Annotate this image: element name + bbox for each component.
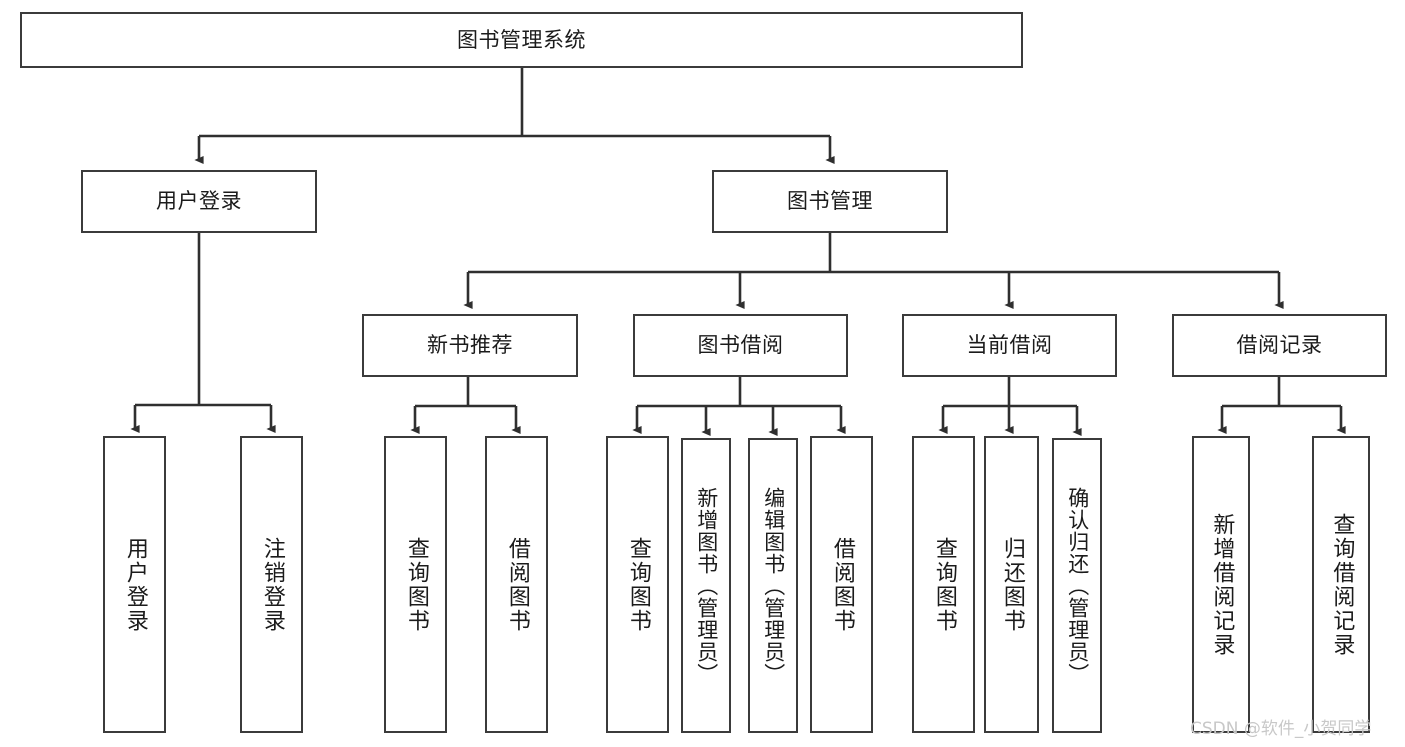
node-user-login[interactable]: 用户登录 xyxy=(81,170,317,233)
node-current-borrow[interactable]: 当前借阅 xyxy=(902,314,1117,377)
node-label: 新增图书（管理员） xyxy=(694,486,719,685)
node-label: 图书借阅 xyxy=(697,333,784,358)
node-label: 图书管理系统 xyxy=(457,27,586,52)
leaf-current-borrow-confirm-return[interactable]: 确认归还（管理员） xyxy=(1052,438,1102,733)
node-label: 借阅图书 xyxy=(504,536,530,633)
leaf-user-login-logout[interactable]: 注销登录 xyxy=(240,436,303,733)
node-label: 新增借阅记录 xyxy=(1209,512,1235,657)
csdn-watermark: CSDN @软件_小贺同学 xyxy=(1190,719,1372,739)
node-book-borrow[interactable]: 图书借阅 xyxy=(633,314,848,377)
leaf-borrow-record-add[interactable]: 新增借阅记录 xyxy=(1192,436,1250,733)
node-label: 借阅记录 xyxy=(1236,333,1323,358)
node-label: 确认归还（管理员） xyxy=(1065,486,1090,685)
node-label: 查询图书 xyxy=(403,536,429,633)
node-label: 新书推荐 xyxy=(427,333,513,358)
node-label: 当前借阅 xyxy=(966,333,1053,358)
node-new-book-recommend[interactable]: 新书推荐 xyxy=(362,314,578,377)
leaf-book-borrow-add[interactable]: 新增图书（管理员） xyxy=(681,438,731,733)
node-label: 用户登录 xyxy=(156,189,242,214)
node-label: 编辑图书（管理员） xyxy=(761,486,786,685)
node-label: 图书管理 xyxy=(787,189,873,214)
leaf-book-borrow-edit[interactable]: 编辑图书（管理员） xyxy=(748,438,798,733)
leaf-user-login-login[interactable]: 用户登录 xyxy=(103,436,166,733)
node-label: 查询图书 xyxy=(931,536,957,633)
leaf-borrow-record-query[interactable]: 查询借阅记录 xyxy=(1312,436,1370,733)
node-book-management[interactable]: 图书管理 xyxy=(712,170,948,233)
leaf-new-book-query[interactable]: 查询图书 xyxy=(384,436,447,733)
node-label: 用户登录 xyxy=(122,536,148,633)
node-label: 归还图书 xyxy=(999,536,1025,633)
leaf-current-borrow-return[interactable]: 归还图书 xyxy=(984,436,1039,733)
node-label: 注销登录 xyxy=(259,536,285,633)
leaf-book-borrow-borrow[interactable]: 借阅图书 xyxy=(810,436,873,733)
node-borrow-record[interactable]: 借阅记录 xyxy=(1172,314,1387,377)
node-label: 查询借阅记录 xyxy=(1329,512,1355,657)
leaf-new-book-borrow[interactable]: 借阅图书 xyxy=(485,436,548,733)
node-label: 借阅图书 xyxy=(829,536,855,633)
node-label: 查询图书 xyxy=(625,536,651,633)
node-root-system[interactable]: 图书管理系统 xyxy=(20,12,1023,68)
leaf-current-borrow-query[interactable]: 查询图书 xyxy=(912,436,975,733)
leaf-book-borrow-query[interactable]: 查询图书 xyxy=(606,436,669,733)
